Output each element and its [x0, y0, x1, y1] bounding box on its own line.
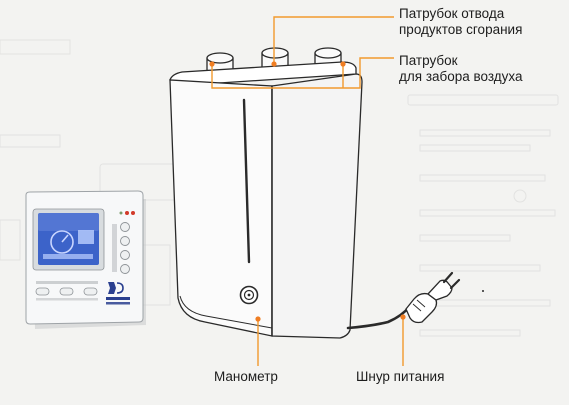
controller-screen [38, 213, 99, 265]
daewoo-emblem-icon [108, 282, 116, 294]
screen-dial-icon [50, 230, 74, 254]
daewoo-emblem-swirl-icon [116, 282, 124, 294]
exhaust-pipe-leader-dot [271, 61, 277, 67]
power-plug-ridges-icon [412, 299, 426, 312]
controller-button-set-icon [120, 264, 130, 274]
green-indicator-led-icon [119, 211, 123, 215]
screen-dial-needle-icon [61, 234, 69, 243]
controller-button-mode-icon [120, 250, 130, 260]
power-cord [346, 271, 484, 330]
pipe-middle-opening [261, 47, 289, 59]
bottom-caption-marks [36, 298, 98, 301]
power-plug-head-icon [427, 279, 453, 301]
brand-logo-wordmark [106, 297, 130, 300]
power-cord-callout: Шнур питания [356, 369, 444, 385]
controller-button-up-icon [120, 222, 130, 232]
red-indicator-led-icon [125, 211, 129, 215]
air-intake-leader-line [211, 57, 394, 89]
red-indicator-led-icon [131, 211, 135, 215]
air-intake-callout-line2: для забора воздуха [399, 69, 523, 84]
pressure-gauge-leader-dot [255, 316, 261, 322]
air-intake-left-leader-dot [209, 61, 215, 67]
boiler-front-slit [242, 98, 251, 264]
controller-bottom-button-3 [83, 287, 98, 296]
button-caption-marks [112, 224, 117, 272]
controller-screen-gloss [38, 213, 99, 231]
callout-leader-dots [209, 61, 406, 322]
pressure-gauge-callout: Манометр [214, 369, 278, 385]
screen-status-bar [43, 254, 93, 259]
brand-logo-wordmark [106, 302, 130, 305]
air-intake-callout-line1: Патрубок [399, 53, 458, 68]
exhaust-pipe-callout-line2: продуктов сгорания [399, 22, 523, 37]
exhaust-pipe-callout-line1: Патрубок отвода [399, 6, 505, 21]
power-plug-pin-bottom-icon [449, 278, 461, 290]
power-cord-callout-label: Шнур питания [356, 369, 445, 384]
callout-leader-lines [211, 16, 404, 366]
power-plug-body-icon [405, 292, 438, 324]
controller-bottom-button-2 [59, 287, 74, 296]
power-cord-cable [346, 304, 412, 330]
boiler-bottom-edge [179, 295, 273, 329]
screen-segment-digits [78, 230, 94, 244]
power-cord-leader-dot [400, 314, 406, 320]
pipe-right-opening [314, 47, 342, 59]
air-intake-right-leader-dot [340, 61, 346, 67]
room-controller [25, 190, 146, 329]
bottom-button-label-marks [36, 281, 98, 284]
gas-boiler [169, 47, 363, 339]
controller-bottom-button-1 [35, 287, 50, 296]
exhaust-pipe-leader-line [273, 16, 394, 64]
boiler-side-face [271, 73, 363, 339]
daewoo-brand-logo [106, 282, 130, 305]
power-plug-pin-top-icon [442, 271, 454, 284]
stray-dot [482, 290, 484, 292]
pressure-gauge-inner-icon [243, 289, 255, 301]
controller-button-down-icon [120, 236, 130, 246]
pressure-gauge-callout-label: Манометр [214, 369, 278, 384]
air-intake-callout: Патрубок для забора воздуха [399, 53, 523, 85]
exhaust-pipe-callout: Патрубок отвода продуктов сгорания [399, 6, 522, 38]
pressure-gauge-hub-icon [247, 293, 251, 297]
pipe-left-opening [206, 52, 234, 64]
